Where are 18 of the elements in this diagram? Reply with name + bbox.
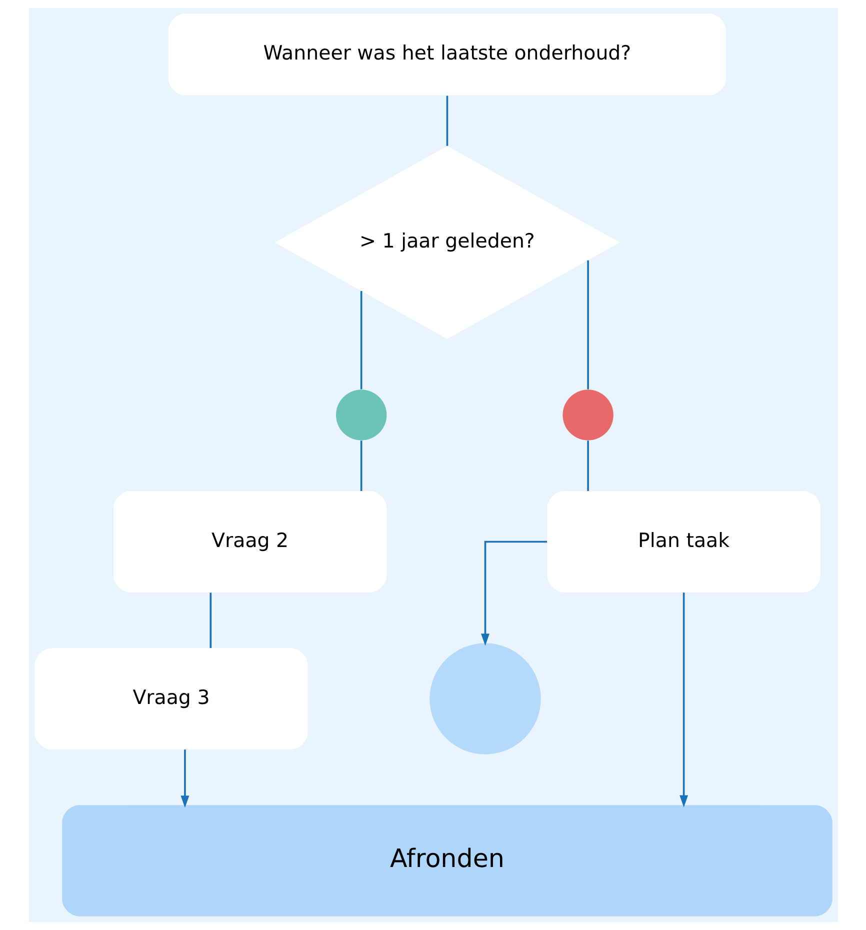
connector xyxy=(209,592,212,648)
connector xyxy=(586,260,588,390)
node-circle xyxy=(562,390,613,440)
node-circle xyxy=(429,643,540,754)
connector xyxy=(446,96,448,146)
arrow xyxy=(180,750,189,808)
connector xyxy=(586,440,588,491)
connector xyxy=(360,291,362,390)
node-box: Vraag 2 xyxy=(113,491,386,592)
node-box: Plan taak xyxy=(546,491,820,592)
node-circle xyxy=(335,390,386,440)
arrow xyxy=(679,592,688,808)
arrow xyxy=(480,540,546,646)
node-diamond: > 1 jaar geleden? xyxy=(274,146,620,339)
node-box: Wanneer was het laatste onderhoud? xyxy=(168,14,726,96)
connector xyxy=(360,440,362,491)
node-box: Afronden xyxy=(62,805,832,916)
node-box: Vraag 3 xyxy=(34,648,308,750)
